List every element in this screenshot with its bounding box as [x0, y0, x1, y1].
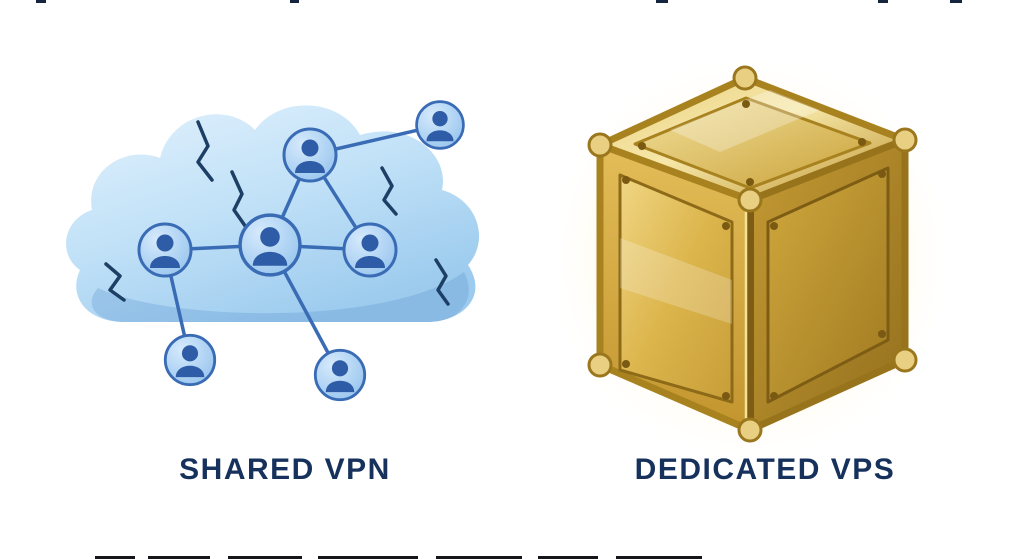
crop-artifact — [616, 556, 702, 559]
user-node-icon — [163, 333, 217, 387]
user-node-icon — [282, 127, 338, 183]
user-node-icon — [137, 222, 193, 278]
gold-cube — [587, 65, 918, 443]
shared-vpn-label: SHARED VPN — [179, 453, 391, 486]
crop-artifact — [148, 556, 210, 559]
crop-artifact — [290, 0, 299, 3]
corner-caps — [587, 65, 918, 443]
user-node-icon — [238, 213, 302, 277]
rivets — [622, 100, 886, 400]
crop-artifact — [950, 0, 962, 3]
crop-artifact — [228, 556, 302, 559]
crop-artifact — [318, 556, 418, 559]
gold-cube-icon — [560, 52, 956, 460]
user-node-icon — [415, 100, 465, 150]
crop-artifact — [878, 0, 888, 3]
crop-artifact — [538, 556, 598, 559]
crop-artifact — [436, 556, 522, 559]
crop-artifact — [656, 0, 668, 3]
dedicated-vps-label: DEDICATED VPS — [634, 453, 896, 486]
crack-marks — [104, 120, 450, 306]
shared-cloud-network-icon — [66, 100, 480, 402]
crop-artifact — [95, 556, 135, 559]
user-node-icon — [313, 348, 367, 402]
crop-artifact — [36, 0, 46, 3]
user-node-icon — [342, 222, 398, 278]
